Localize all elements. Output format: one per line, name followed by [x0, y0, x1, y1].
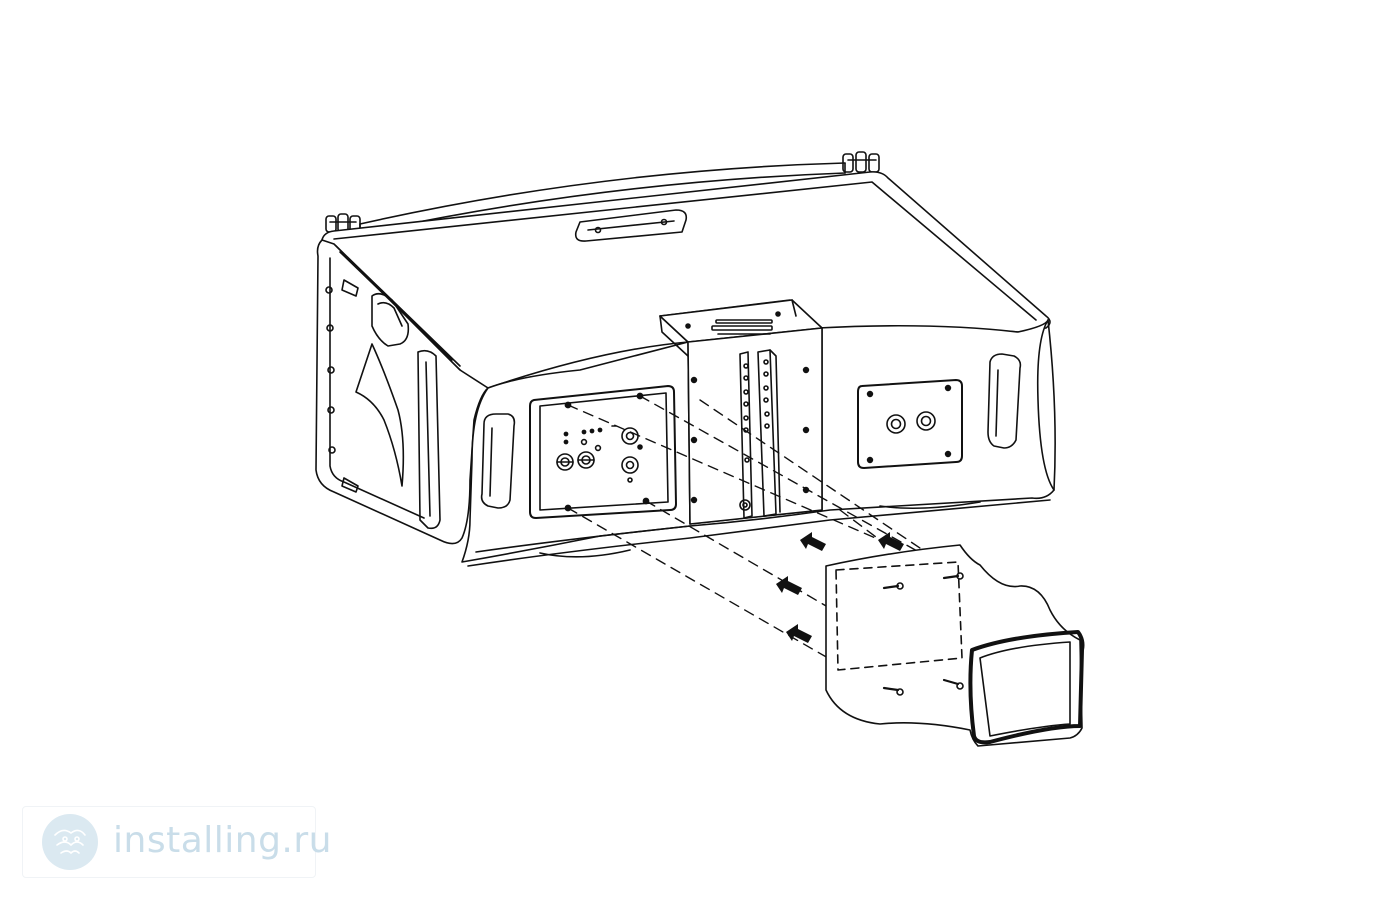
- watermark-logo-icon: [42, 814, 98, 870]
- center-bracket: [659, 299, 823, 525]
- connector-speakon-3: [886, 414, 906, 434]
- brand-logo-mark: [355, 343, 405, 487]
- rain-cover: [825, 544, 1085, 747]
- arrow-icon: [878, 532, 904, 551]
- connector-xlr-out: [621, 456, 639, 483]
- arrow-icon: [776, 576, 802, 595]
- screw: [942, 572, 964, 580]
- connector-speakon-2: [577, 451, 595, 469]
- input-panel-right: [857, 379, 963, 469]
- assembly-guide-lines: [567, 395, 961, 689]
- connector-speakon-1: [556, 453, 574, 471]
- rigging-rail-left: [739, 351, 753, 519]
- watermark: installing.ru: [22, 806, 331, 878]
- side-handle-lower: [417, 349, 441, 530]
- watermark-text: installing.ru: [113, 820, 332, 861]
- input-panel-left: [529, 385, 677, 519]
- side-handle-upper: [371, 292, 410, 347]
- rigging-pin-right: [842, 151, 880, 173]
- front-handle-right: [987, 353, 1022, 449]
- arrow-icon: [800, 532, 826, 551]
- front-handle-left: [480, 413, 516, 509]
- top-handle: [574, 209, 688, 242]
- arrow-icon: [786, 624, 812, 643]
- connector-speakon-4: [916, 411, 936, 431]
- screw: [942, 678, 964, 690]
- screw: [882, 686, 904, 696]
- screw: [882, 582, 904, 590]
- rigging-rail-right: [757, 349, 781, 517]
